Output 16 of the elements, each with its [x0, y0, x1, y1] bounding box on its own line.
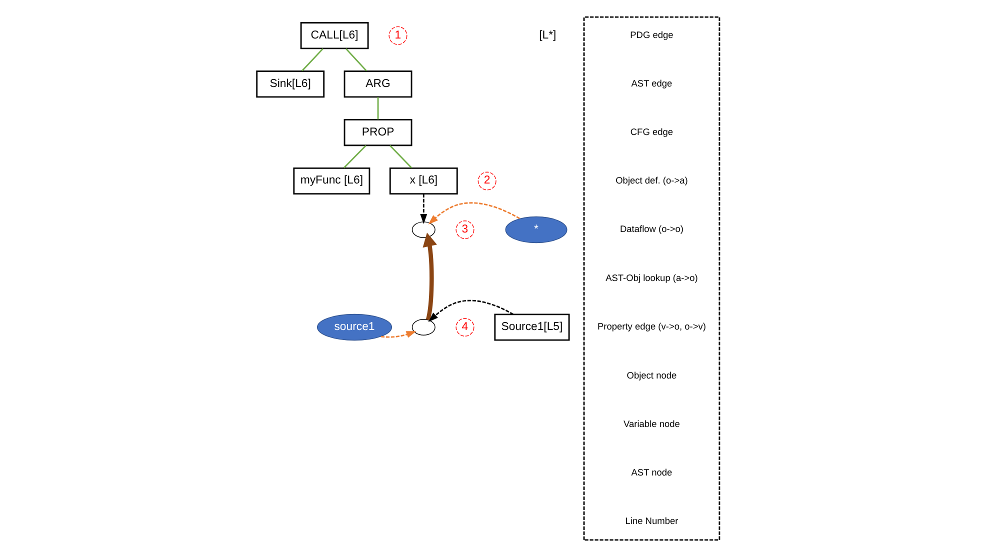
legend-label: Object def. (o->a)	[616, 175, 688, 186]
legend-label: Dataflow (o->o)	[620, 224, 684, 234]
legend-label: AST edge	[631, 78, 672, 88]
legend-label: Object node	[626, 370, 677, 380]
label: 1	[394, 29, 402, 42]
legend-label: AST-Obj lookup (a->o)	[606, 272, 698, 283]
label: 4	[462, 320, 468, 333]
legend-label: CFG edge	[630, 126, 674, 137]
label: 3	[462, 223, 468, 236]
label: 2	[484, 174, 490, 187]
legend-label: Line Number	[625, 516, 678, 526]
legend-label: PDG edge	[630, 30, 674, 40]
label: [L*]	[539, 29, 556, 42]
legend-label: Variable node	[624, 418, 680, 429]
legend-label: AST node	[631, 467, 672, 478]
legend-label: Property edge (v->o, o->v)	[597, 322, 706, 332]
